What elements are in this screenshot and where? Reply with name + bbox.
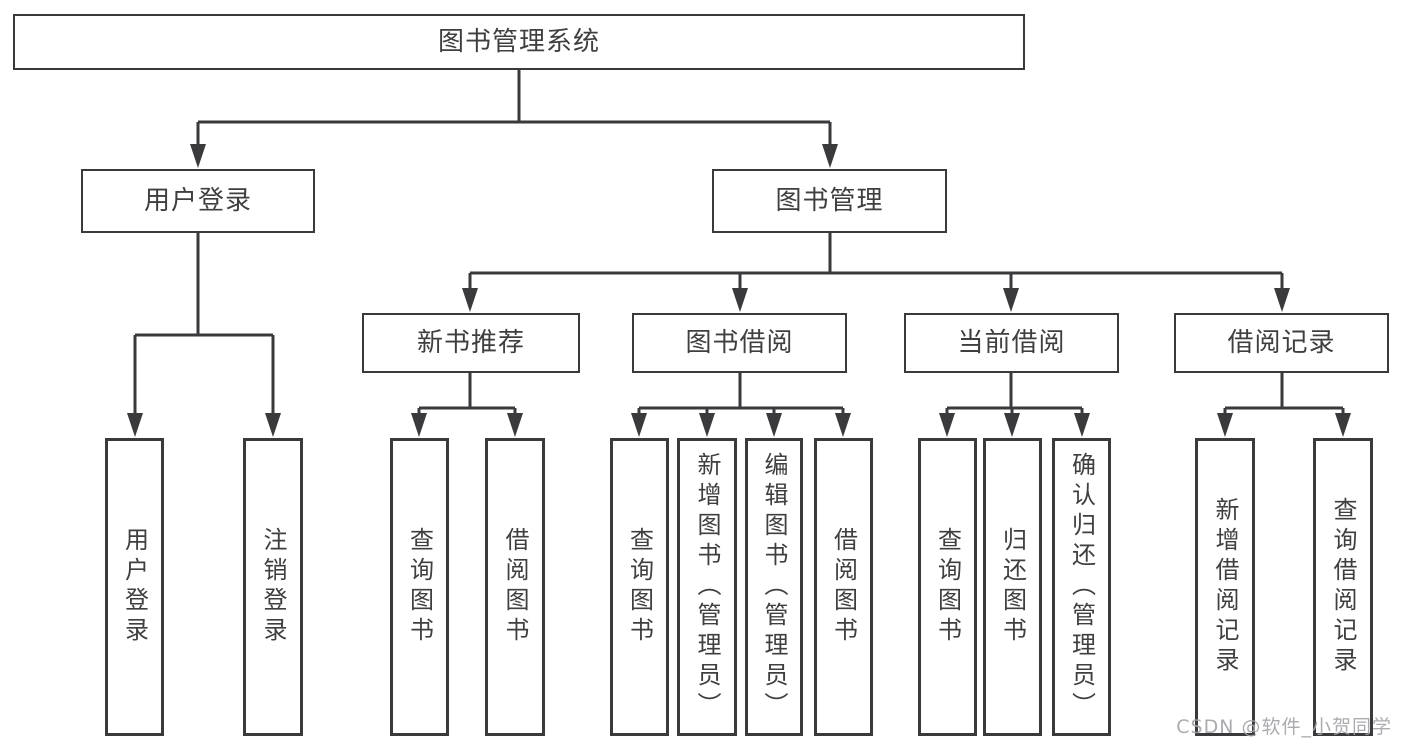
node-leaf-query-books-current: 查询图书 [918, 438, 977, 736]
node-root-label: 图书管理系统 [437, 27, 600, 57]
node-leaf-add-books-admin-label: 新增图书（管理员） [693, 452, 721, 722]
node-leaf-query-borrow-record-label: 查询借阅记录 [1329, 497, 1357, 677]
node-leaf-confirm-return-admin: 确认归还（管理员） [1052, 438, 1111, 736]
node-borrowing-records: 借阅记录 [1174, 313, 1389, 373]
node-leaf-user-login: 用户登录 [105, 438, 164, 736]
connector-user-login-to-leaves [127, 233, 281, 437]
node-leaf-borrow-books-borrowing-label: 借阅图书 [829, 527, 858, 647]
node-leaf-query-borrow-record: 查询借阅记录 [1313, 438, 1373, 736]
connector-book-borrowing-to-leaves [631, 373, 851, 437]
node-current-borrowing-label: 当前借阅 [957, 328, 1066, 358]
csdn-watermark: CSDN @软件_小贺同学 [1176, 716, 1392, 738]
node-book-borrowing-label: 图书借阅 [685, 328, 794, 358]
node-new-book-recommend: 新书推荐 [362, 313, 580, 373]
node-user-login-label: 用户登录 [143, 186, 252, 216]
node-leaf-user-login-label: 用户登录 [120, 527, 149, 647]
node-borrowing-records-label: 借阅记录 [1227, 328, 1336, 358]
node-leaf-borrow-books-recommend-label: 借阅图书 [501, 527, 529, 647]
node-leaf-query-books-current-label: 查询图书 [933, 527, 962, 647]
connector-root-to-level2 [190, 70, 838, 168]
node-leaf-confirm-return-admin-label: 确认归还（管理员） [1067, 452, 1096, 722]
node-leaf-add-books-admin: 新增图书（管理员） [677, 438, 737, 736]
node-leaf-query-books-borrowing: 查询图书 [610, 438, 669, 736]
node-book-borrowing: 图书借阅 [632, 313, 847, 373]
node-leaf-borrow-books-borrowing: 借阅图书 [814, 438, 873, 736]
node-new-book-recommend-label: 新书推荐 [416, 328, 525, 358]
node-leaf-return-books: 归还图书 [983, 438, 1042, 736]
node-leaf-query-books-recommend-label: 查询图书 [405, 527, 434, 647]
connector-current-borrowing-to-leaves [939, 373, 1090, 437]
node-book-management: 图书管理 [712, 169, 947, 233]
node-leaf-add-borrow-record: 新增借阅记录 [1195, 438, 1255, 736]
node-book-management-label: 图书管理 [775, 186, 884, 216]
node-leaf-return-books-label: 归还图书 [998, 527, 1027, 647]
node-leaf-borrow-books-recommend: 借阅图书 [485, 438, 545, 736]
node-root: 图书管理系统 [13, 14, 1025, 70]
node-leaf-edit-books-admin-label: 编辑图书（管理员） [760, 452, 788, 722]
connector-borrowing-records-to-leaves [1217, 373, 1351, 437]
node-leaf-add-borrow-record-label: 新增借阅记录 [1211, 497, 1239, 677]
node-leaf-query-books-recommend: 查询图书 [390, 438, 449, 736]
node-leaf-edit-books-admin: 编辑图书（管理员） [745, 438, 803, 736]
connector-new-book-recommend-to-leaves [411, 373, 523, 437]
node-leaf-logout-label: 注销登录 [259, 527, 287, 647]
node-user-login: 用户登录 [81, 169, 315, 233]
node-leaf-logout: 注销登录 [243, 438, 303, 736]
connector-book-management-to-level3 [462, 233, 1290, 312]
node-leaf-query-books-borrowing-label: 查询图书 [625, 527, 654, 647]
node-current-borrowing: 当前借阅 [904, 313, 1119, 373]
